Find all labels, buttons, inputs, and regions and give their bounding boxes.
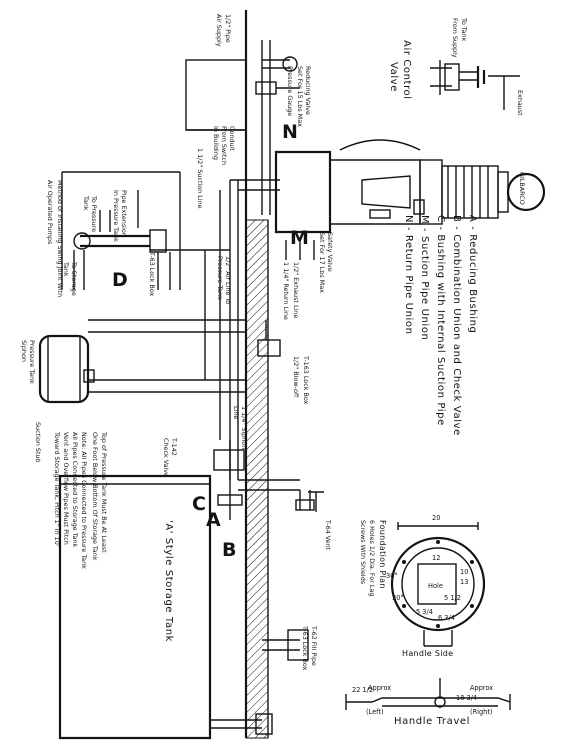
siphon-line-label-2: Line bbox=[232, 406, 240, 419]
air-control-valve-title: Valve bbox=[388, 62, 399, 92]
note-line-6: Toward Storage Tank, Pitch 1" In 10' bbox=[53, 431, 61, 547]
t63-lock-box-label: T-63 Lock Box bbox=[301, 625, 309, 670]
from-supply-label: From Supply bbox=[451, 18, 459, 58]
dim-10: 10 bbox=[460, 568, 468, 576]
legend-n: N - Return Pipe Union bbox=[403, 215, 414, 335]
left-direction-label: (Left) bbox=[366, 708, 384, 716]
inset-d: D Method of Installing Swing Joint With … bbox=[46, 171, 181, 297]
underground-pipes bbox=[88, 179, 315, 520]
inset-d-to-storage-label: To Storage bbox=[70, 261, 78, 296]
brand-globe-icon bbox=[506, 172, 546, 212]
t64-vent-label: T-64 Vent bbox=[324, 519, 332, 551]
air-control-title: Air Control bbox=[401, 40, 412, 100]
dim-13: 13 bbox=[460, 578, 468, 586]
legend-a: A - Reducing Bushing bbox=[467, 215, 478, 334]
conduit-in-building-label: In Building bbox=[212, 126, 220, 160]
pressure-tank-siphon-label: Siphon bbox=[20, 340, 28, 362]
inset-d-to-storage-tank-label: Tank bbox=[62, 261, 70, 277]
note-line-3: Note: All Pipes Connected to Pressure Ta… bbox=[80, 432, 88, 569]
approx-right-label: Approx bbox=[470, 684, 493, 692]
handle-side-label: Handle Side bbox=[402, 649, 453, 658]
dim-20: 20 bbox=[432, 514, 440, 522]
suction-stub-label: Suction Stub bbox=[34, 422, 42, 463]
legend-c: C - Bushing with Internal Suction Pipe bbox=[435, 215, 446, 426]
note-line-1: Top of Pressure Tank Must Be At Least bbox=[100, 431, 108, 553]
legend: A - Reducing Bushing B - Combination Uni… bbox=[403, 215, 478, 436]
air-supply-label: Air Supply bbox=[215, 14, 223, 47]
inset-d-method-label: Method of Installing Swing Joint With bbox=[56, 180, 64, 297]
handle-travel-title: Handle Travel bbox=[394, 716, 470, 727]
safety-valve-label: Safety Valve bbox=[326, 232, 334, 272]
pressure-gauge-icon bbox=[282, 56, 298, 72]
suction-line-label: 1 1/2" Suction Line bbox=[196, 148, 204, 209]
foundation-holes-label: 6 Holes 1/2 Dia. For Lag bbox=[368, 520, 376, 596]
legend-m: M - Suction Pipe Union bbox=[419, 215, 430, 340]
dim-30-left: 30° bbox=[386, 572, 398, 580]
letter-d: D bbox=[112, 269, 128, 291]
reducing-valve-label: Reducing Valve bbox=[304, 66, 312, 115]
approx-left-label: Approx bbox=[368, 684, 391, 692]
air-control-valve: Exhaust To Tank From Supply Air Control … bbox=[388, 17, 524, 116]
dim-5-three-quarter: 5 3/4 bbox=[416, 608, 433, 616]
letter-n: N bbox=[282, 121, 298, 143]
return-line-label: 1 1/4" Return Line bbox=[282, 262, 290, 320]
pressure-tank-label: Pressure Tank bbox=[28, 340, 36, 384]
note-line-5: Vent and Overflow Pipes Must Pitch bbox=[62, 432, 70, 545]
t62-fill-pipe-label: T-62 Fill Pipe bbox=[310, 625, 318, 666]
safety-valve-set-label: Set For 17 Lbs Max bbox=[318, 232, 326, 293]
t142-label: T-142 bbox=[170, 437, 178, 456]
pressure-gauge-label: Pressure Gauge bbox=[286, 66, 294, 116]
brand-name: GILBARCO bbox=[518, 172, 526, 205]
inset-d-to-pressure-label: To Pressure bbox=[90, 195, 98, 232]
siphon-line-label: 1 1/4" Siphon bbox=[240, 406, 248, 449]
storage-tank: 'A' Style Storage Tank C A B bbox=[58, 474, 236, 740]
note-line-2: One Foot Below Bottom Of Storage Tank bbox=[91, 432, 99, 561]
check-valve-label: Check Valve bbox=[162, 438, 170, 477]
foundation-base-circle bbox=[390, 536, 486, 632]
letter-c: C bbox=[192, 493, 206, 515]
letter-a: A bbox=[206, 509, 221, 531]
air-supply-line: 1/2" Pipe Air Supply Reducing Valve Set … bbox=[212, 14, 312, 215]
inset-d-air-pumps-label: Air Operated Pumps bbox=[46, 180, 54, 245]
foundation-plan: 20 Hole 30° 30° 12 10 13 5 1/2 5 3/4 6 3… bbox=[359, 514, 486, 658]
storage-tank-label: 'A' Style Storage Tank bbox=[163, 520, 174, 642]
legend-b: B - Combination Union and Check Valve bbox=[451, 215, 462, 436]
ground-structure bbox=[185, 10, 269, 739]
inset-d-pipe-extension-label: Pipe Extension bbox=[120, 190, 128, 237]
handle-travel: Approx Approx 22 1/2 18 3/4 (Left) (Righ… bbox=[345, 678, 511, 727]
left-travel-value: 22 1/2 bbox=[352, 686, 373, 694]
right-direction-label: (Right) bbox=[470, 708, 493, 716]
air-line-label: 1/2" Air Line To bbox=[224, 256, 232, 304]
conduit-label: Conduit bbox=[228, 126, 236, 151]
dim-30-right: 30° bbox=[392, 594, 404, 602]
exhaust-label: Exhaust bbox=[516, 90, 524, 116]
air-supply-pipe-label: 1/2" Pipe bbox=[224, 14, 232, 43]
installation-notes: Top of Pressure Tank Must Be At Least On… bbox=[53, 431, 108, 569]
foundation-screws-label: Screws With Shields bbox=[359, 520, 367, 585]
letter-m: M bbox=[290, 227, 309, 249]
to-tank-label: To Tank bbox=[460, 17, 468, 42]
dim-6-three-quarter: 6 3/4 bbox=[438, 614, 455, 622]
inset-d-lock-box-label: T-63 Lock Box bbox=[148, 251, 156, 296]
air-line-tank-label: Pressure Tank bbox=[216, 256, 224, 300]
lock-box-163-label: T-163 Lock Box bbox=[302, 355, 310, 405]
exhaust-line-label: 1/2" Exhaust Line bbox=[292, 262, 300, 318]
pressure-tank: Pressure Tank Siphon Suction Stub bbox=[20, 334, 95, 463]
vent-and-fill-pipes: T-64 Vent T-62 Fill Pipe T-63 Lock Box bbox=[210, 491, 332, 735]
inset-d-to-pressure-tank-label: Tank bbox=[82, 195, 90, 211]
right-travel-value: 18 3/4 bbox=[456, 694, 477, 702]
note-line-4: All Pipes Connected to Storage Tank bbox=[71, 432, 79, 548]
reducing-valve-set-label: Set For 15 Lbs Max bbox=[296, 66, 304, 127]
hole-label: Hole bbox=[428, 582, 443, 590]
lock-box-163 bbox=[257, 339, 281, 357]
dim-5-half: 5 1/2 bbox=[444, 594, 461, 602]
conduit-from-switch-label: From Switch bbox=[220, 126, 228, 165]
blow-off-label: 1/2" Blow-off bbox=[292, 356, 300, 398]
pump-assembly: GILBARCO bbox=[274, 139, 546, 260]
inset-d-in-pressure-tank-label: In Pressure Tank bbox=[112, 190, 120, 242]
letter-b: B bbox=[222, 539, 236, 561]
dim-12: 12 bbox=[432, 554, 440, 562]
foundation-title: Foundation Plan bbox=[378, 520, 387, 589]
